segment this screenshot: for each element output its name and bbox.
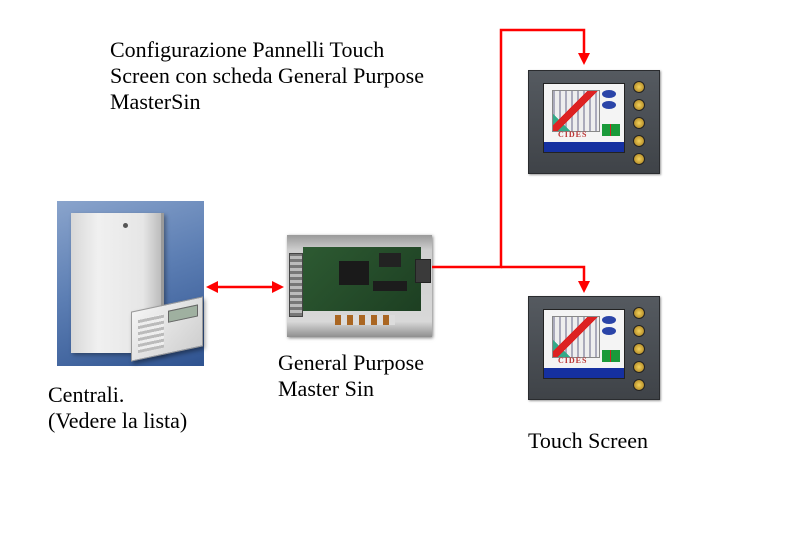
side-button	[633, 99, 645, 111]
side-buttons	[633, 81, 645, 171]
wire-to-top-touch-screen	[432, 28, 586, 269]
diagram-title: Configurazione Pannelli Touch Screen con…	[110, 37, 424, 115]
touch-screen-device-bottom: CIDES	[528, 296, 660, 400]
side-button	[633, 379, 645, 391]
board-terminal	[415, 259, 431, 283]
status-tiles	[602, 350, 620, 362]
side-button	[633, 361, 645, 373]
blue-button-icon	[602, 327, 616, 335]
board-leds	[335, 315, 395, 325]
centrale-image	[57, 201, 204, 366]
side-button	[633, 343, 645, 355]
touch-screen-display: CIDES	[543, 309, 625, 379]
general-purpose-board-image	[287, 235, 432, 337]
house-graphic	[552, 316, 600, 358]
general-purpose-label-line-1: General Purpose	[278, 350, 425, 375]
side-button	[633, 117, 645, 129]
title-line-2: Screen con scheda General Purpose	[110, 63, 424, 88]
general-purpose-label: General Purpose Master Sin	[278, 350, 424, 402]
side-button	[633, 135, 645, 147]
screen-status-bar	[544, 368, 624, 378]
board-chip	[379, 253, 401, 267]
title-line-3: MasterSin	[110, 89, 201, 114]
blue-button-icon	[602, 101, 616, 109]
side-button	[633, 153, 645, 165]
touch-screen-device-top: CIDES	[528, 70, 660, 174]
side-button	[633, 325, 645, 337]
arrowhead-down-top	[578, 53, 590, 65]
wire-to-bottom-touch-screen	[501, 265, 586, 284]
centrale-lock	[123, 223, 128, 228]
centrali-label-line-1: Centrali.	[48, 382, 125, 407]
touch-screen-label: Touch Screen	[528, 428, 649, 453]
centrali-label-line-2: (Vedere la lista)	[48, 408, 188, 433]
arrowhead-left	[206, 281, 218, 293]
blue-button-icon	[602, 316, 616, 324]
house-graphic	[552, 90, 600, 132]
board-chip	[373, 281, 407, 291]
blue-button-icon	[602, 90, 616, 98]
general-purpose-label-line-2: Master Sin	[278, 376, 374, 401]
title-line-1: Configurazione Pannelli Touch	[110, 37, 385, 62]
board-pcb	[303, 247, 421, 311]
brand-label: CIDES	[558, 130, 588, 139]
arrowhead-right	[272, 281, 284, 293]
board-chip	[339, 261, 369, 285]
brand-label: CIDES	[558, 356, 588, 365]
screen-icons	[602, 90, 620, 126]
centrali-label: Centrali. (Vedere la lista)	[48, 382, 187, 434]
status-tiles	[602, 124, 620, 136]
side-button	[633, 81, 645, 93]
screen-status-bar	[544, 142, 624, 152]
touch-screen-display: CIDES	[543, 83, 625, 153]
board-connector	[289, 253, 303, 317]
screen-icons	[602, 316, 620, 352]
side-buttons	[633, 307, 645, 397]
side-button	[633, 307, 645, 319]
arrowhead-down-bottom	[578, 281, 590, 293]
